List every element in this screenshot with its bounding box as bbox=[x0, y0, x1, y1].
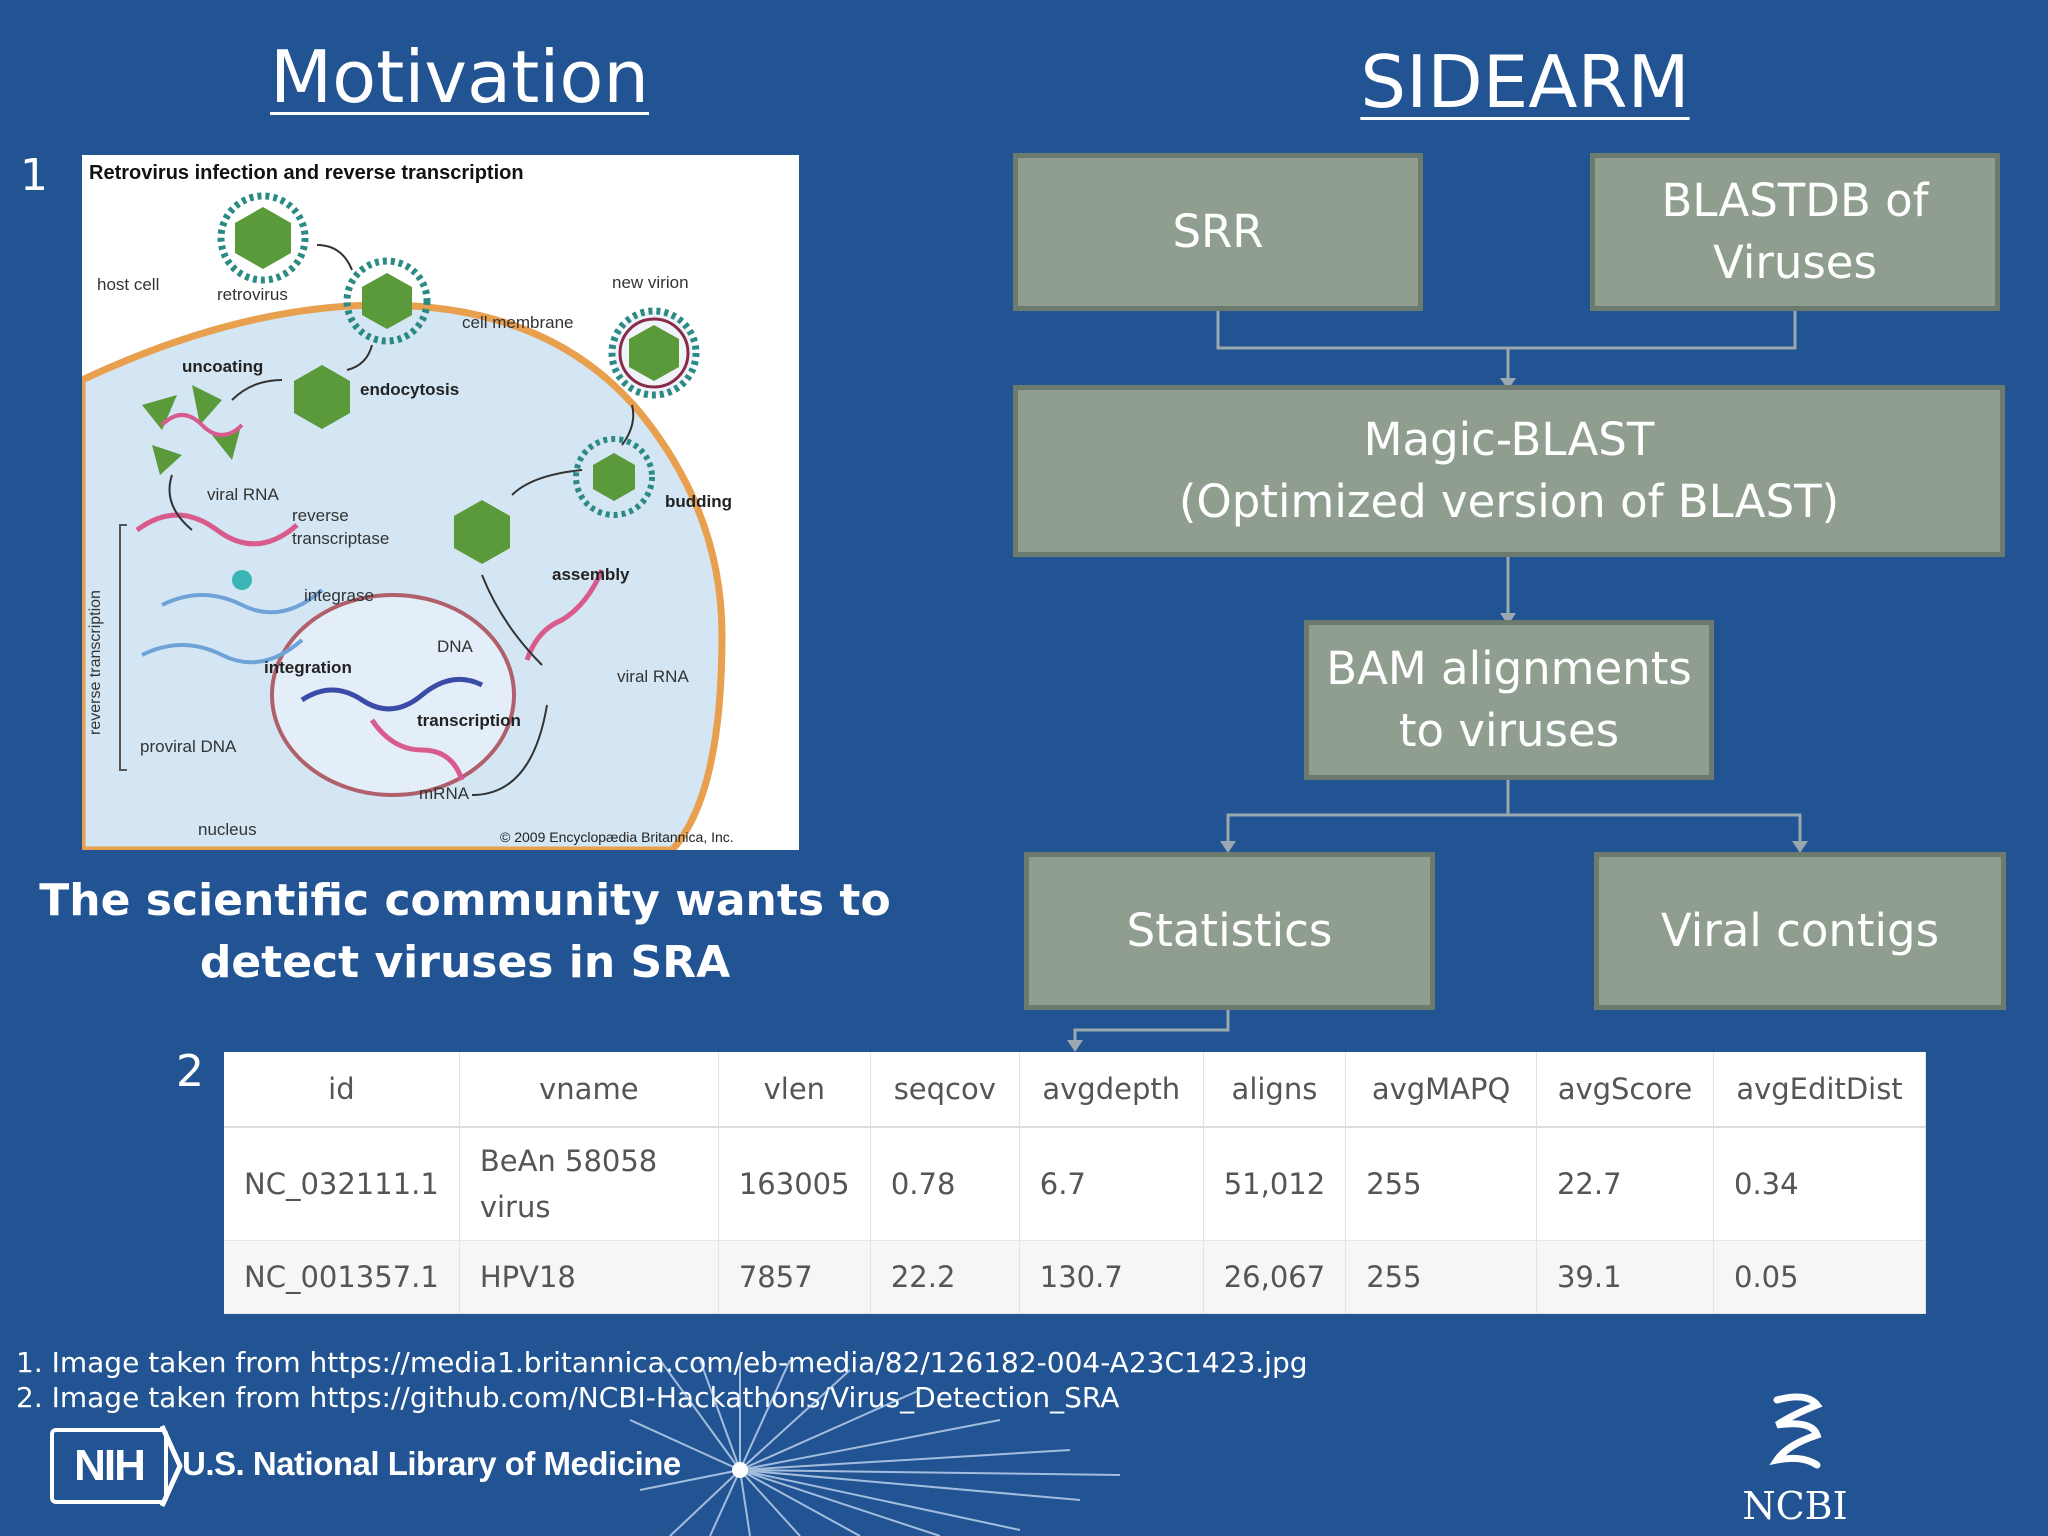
table-cell: HPV18 bbox=[459, 1240, 719, 1314]
label-uncoating: uncoating bbox=[182, 357, 263, 376]
label-reverse-transcription: reverse transcription bbox=[87, 590, 104, 735]
label-transcription: transcription bbox=[417, 711, 521, 730]
bam-alignments-box: BAM alignments to viruses bbox=[1304, 620, 1714, 780]
table-cell: 0.05 bbox=[1713, 1240, 1926, 1314]
nih-logo-text: NIH bbox=[74, 1441, 146, 1490]
table-cell: 39.1 bbox=[1536, 1240, 1715, 1314]
label-retrovirus: retrovirus bbox=[217, 285, 288, 304]
magic-blast-box: Magic-BLAST (Optimized version of BLAST) bbox=[1013, 385, 2005, 557]
table-cell: 255 bbox=[1345, 1127, 1537, 1241]
viral-contigs-label: Viral contigs bbox=[1660, 904, 1940, 957]
label-cell-membrane: cell membrane bbox=[462, 313, 574, 332]
figure-2-number: 2 bbox=[176, 1046, 204, 1097]
results-table: id vname vlen seqcov avgdepth aligns avg… bbox=[224, 1052, 1926, 1314]
statistics-box: Statistics bbox=[1024, 852, 1435, 1010]
table-row: NC_001357.1 HPV18 7857 22.2 130.7 26,067… bbox=[224, 1240, 1926, 1314]
budding-virus bbox=[573, 436, 655, 518]
srr-label: SRR bbox=[1172, 205, 1264, 258]
label-integration: integration bbox=[264, 658, 352, 677]
label-assembly: assembly bbox=[552, 565, 630, 584]
table-header-cell: seqcov bbox=[870, 1052, 1020, 1128]
blastdb-box: BLASTDB of Viruses bbox=[1590, 153, 2000, 311]
figure-copyright: © 2009 Encyclopædia Britannica, Inc. bbox=[500, 829, 734, 845]
footnotes: 1. Image taken from https://media1.brita… bbox=[16, 1345, 1308, 1415]
figure-title: Retrovirus infection and reverse transcr… bbox=[89, 162, 524, 184]
table-cell: 255 bbox=[1345, 1240, 1537, 1314]
uncoating-fragments bbox=[142, 385, 244, 475]
label-new-virion: new virion bbox=[612, 273, 689, 292]
srr-box: SRR bbox=[1013, 153, 1423, 311]
starburst-graphic bbox=[629, 1360, 1121, 1536]
figure-1-number: 1 bbox=[20, 150, 48, 201]
table-header-cell: vname bbox=[459, 1052, 719, 1128]
table-header-cell: avgScore bbox=[1536, 1052, 1715, 1128]
table-row: NC_032111.1 BeAn 58058 virus 163005 0.78… bbox=[224, 1127, 1926, 1241]
table-cell: 22.2 bbox=[870, 1240, 1020, 1314]
table-cell: 7857 bbox=[718, 1240, 871, 1314]
nih-chevron-icon bbox=[160, 1424, 183, 1508]
magic-blast-label-line2: (Optimized version of BLAST) bbox=[1178, 475, 1840, 528]
footnote-2: 2. Image taken from https://github.com/N… bbox=[16, 1381, 1120, 1414]
motivation-heading: Motivation bbox=[270, 35, 650, 119]
table-header-row: id vname vlen seqcov avgdepth aligns avg… bbox=[224, 1052, 1926, 1128]
table-cell: 51,012 bbox=[1203, 1127, 1347, 1241]
label-mrna: mRNA bbox=[419, 784, 470, 803]
magic-blast-label-line1: Magic-BLAST bbox=[1363, 413, 1655, 466]
ncbi-helix-icon bbox=[1769, 1393, 1823, 1469]
table-cell: 22.7 bbox=[1536, 1127, 1715, 1241]
table-cell: 6.7 bbox=[1019, 1127, 1204, 1241]
label-nucleus: nucleus bbox=[198, 820, 257, 839]
retrovirus-particle bbox=[217, 192, 309, 284]
ncbi-wordmark: NCBI bbox=[1742, 1484, 1848, 1528]
viral-contigs-box: Viral contigs bbox=[1594, 852, 2006, 1010]
table-cell: NC_032111.1 bbox=[224, 1127, 460, 1241]
nih-logo: NIH bbox=[50, 1428, 168, 1504]
table-cell: 0.34 bbox=[1713, 1127, 1926, 1241]
table-cell: 163005 bbox=[718, 1127, 871, 1241]
table-cell: 0.78 bbox=[870, 1127, 1020, 1241]
blastdb-label-line2: Viruses bbox=[1713, 236, 1877, 289]
retrovirus-figure: Retrovirus infection and reverse transcr… bbox=[82, 155, 799, 850]
bam-label-line1: BAM alignments bbox=[1326, 642, 1692, 695]
table-cell: BeAn 58058 virus bbox=[459, 1127, 719, 1241]
label-reverse: reverse bbox=[292, 506, 349, 525]
table-header-cell: vlen bbox=[718, 1052, 871, 1128]
assembly-virus bbox=[454, 500, 510, 564]
label-endocytosis: endocytosis bbox=[360, 380, 459, 399]
table-cell: 26,067 bbox=[1203, 1240, 1347, 1314]
table-cell: 130.7 bbox=[1019, 1240, 1204, 1314]
label-proviral-dna: proviral DNA bbox=[140, 737, 237, 756]
bam-label-line2: to viruses bbox=[1398, 704, 1620, 757]
ncbi-logo: NCBI bbox=[1730, 1390, 1860, 1530]
label-budding: budding bbox=[665, 492, 732, 511]
label-viral-rna-2: viral RNA bbox=[617, 667, 689, 686]
table-cell: NC_001357.1 bbox=[224, 1240, 460, 1314]
statistics-label: Statistics bbox=[1126, 904, 1333, 957]
label-transcriptase: transcriptase bbox=[292, 529, 389, 548]
label-integrase: integrase bbox=[304, 586, 374, 605]
blastdb-label-line1: BLASTDB of bbox=[1661, 174, 1929, 227]
table-header-cell: aligns bbox=[1203, 1052, 1347, 1128]
table-header-cell: avgMAPQ bbox=[1345, 1052, 1537, 1128]
table-header-cell: avgdepth bbox=[1019, 1052, 1204, 1128]
nlm-wordmark: U.S. National Library of Medicine bbox=[182, 1445, 681, 1482]
endocytosis-virus bbox=[294, 365, 350, 429]
new-virion-particle bbox=[608, 307, 700, 399]
label-host-cell: host cell bbox=[97, 275, 159, 294]
table-header-cell: id bbox=[224, 1052, 460, 1128]
entering-virus bbox=[343, 257, 431, 345]
motivation-tagline: The scientific community wants to detect… bbox=[39, 875, 891, 988]
sidearm-heading: SIDEARM bbox=[1360, 40, 1690, 124]
label-dna: DNA bbox=[437, 637, 474, 656]
label-viral-rna-1: viral RNA bbox=[207, 485, 279, 504]
table-header-cell: avgEditDist bbox=[1713, 1052, 1926, 1128]
